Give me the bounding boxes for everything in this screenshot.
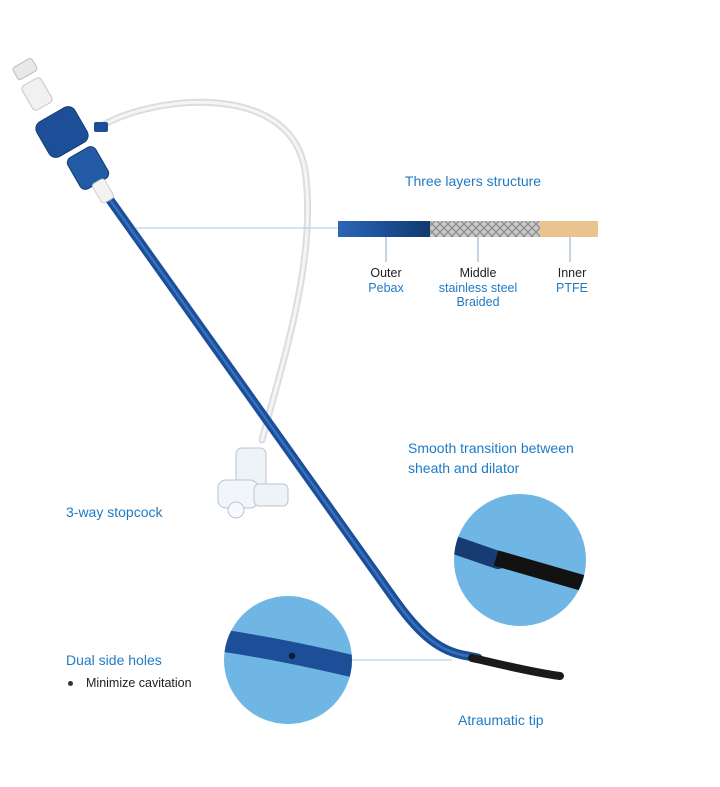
- transition-label-line2: sheath and dilator: [408, 460, 520, 476]
- stopcock-illustration: [217, 447, 289, 519]
- inner-layer-name: Inner: [557, 266, 587, 280]
- transition-zoom-circle: [454, 494, 586, 626]
- bullet-dot: [68, 681, 73, 686]
- outer-layer-name: Outer: [370, 266, 402, 280]
- hub-assembly: [12, 58, 114, 204]
- stopcock-label: 3-way stopcock: [66, 504, 163, 520]
- middle-layer-material-1: stainless steel: [438, 281, 518, 295]
- middle-layer-name: Middle: [459, 266, 497, 280]
- side-holes-bullet: Minimize cavitation: [86, 676, 192, 690]
- layers-title: Three layers structure: [404, 173, 542, 189]
- sheath-shaft: [105, 195, 483, 663]
- dilator-tip: [468, 654, 564, 680]
- layer-bar: [338, 221, 598, 262]
- inner-layer-material: PTFE: [556, 281, 588, 295]
- side-holes-label: Dual side holes: [66, 652, 162, 668]
- side-holes-zoom-circle: [224, 596, 352, 724]
- middle-layer-material-2: Braided: [456, 295, 500, 309]
- transition-label-line1: Smooth transition between: [408, 440, 574, 456]
- outer-layer-material: Pebax: [368, 281, 404, 295]
- tip-label: Atraumatic tip: [458, 712, 544, 728]
